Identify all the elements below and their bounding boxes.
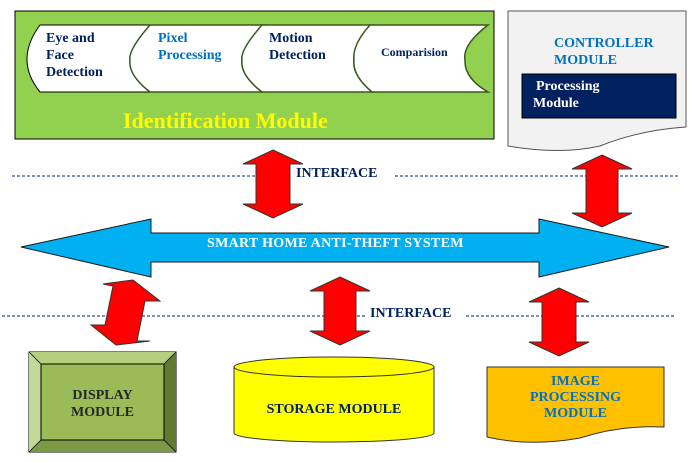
stage-text: Processing [158, 47, 222, 63]
interface-label-top: INTERFACE [296, 166, 378, 181]
processing-module-box [521, 73, 677, 119]
stage-text: Pixel [158, 31, 188, 46]
display-bevel-edge [28, 351, 42, 365]
arrow-image-system [528, 287, 590, 357]
storage-module-label: STORAGE MODULE [266, 402, 402, 417]
display-bevel-edge [28, 439, 42, 453]
stage-text: Detection [46, 64, 103, 80]
image-processing-label: IMAGE PROCESSING MODULE [487, 374, 664, 422]
stage-comparision-label: Comparision [381, 45, 448, 59]
stage-pixel-label: Pixel Processing [158, 31, 222, 65]
controller-title-line: MODULE [554, 52, 617, 68]
display-bevel-edge [163, 351, 177, 365]
interface-label-bottom: INTERFACE [370, 306, 452, 321]
image-line: IMAGE [551, 374, 600, 389]
stage-shape-comparision [353, 24, 491, 93]
stage-eye-face-label: Eye and Face Detection [46, 31, 103, 81]
arrow-identification-system [242, 149, 304, 219]
storage-module-cylinder [233, 366, 435, 443]
controller-module-title: CONTROLLER MODULE [554, 36, 654, 70]
arrow-display-system [89, 279, 162, 346]
processing-line: Processing [536, 79, 600, 94]
stage-text: Eye and [46, 31, 95, 46]
display-module-face [40, 363, 165, 441]
stage-text: Motion [269, 31, 313, 46]
arrow-controller-system [571, 154, 633, 228]
display-bevel-right [164, 352, 176, 452]
controller-title-line: CONTROLLER [554, 36, 654, 51]
display-line: MODULE [71, 404, 134, 420]
stage-text: Face [46, 47, 74, 63]
display-bevel-top [29, 352, 176, 364]
image-line: PROCESSING [529, 390, 622, 406]
arrow-storage-system [309, 276, 371, 346]
display-module-label: DISPLAY MODULE [41, 388, 164, 422]
identification-module-title: Identification Module [123, 108, 328, 133]
display-line: DISPLAY [72, 388, 133, 403]
stage-motion-label: Motion Detection [269, 31, 326, 65]
display-bevel-left [29, 352, 41, 452]
image-processing-shape [486, 366, 665, 443]
system-arrow [20, 218, 670, 278]
processing-module-label: Processing Module [533, 79, 600, 113]
system-label: SMART HOME ANTI-THEFT SYSTEM [207, 236, 464, 251]
processing-line: Module [533, 95, 579, 111]
storage-module-top [233, 356, 435, 378]
display-bevel-edge [163, 439, 177, 453]
display-bevel-bottom [29, 440, 176, 452]
stage-text: Detection [269, 47, 326, 63]
stage-text: Comparision [381, 45, 448, 59]
image-line: MODULE [544, 406, 607, 422]
